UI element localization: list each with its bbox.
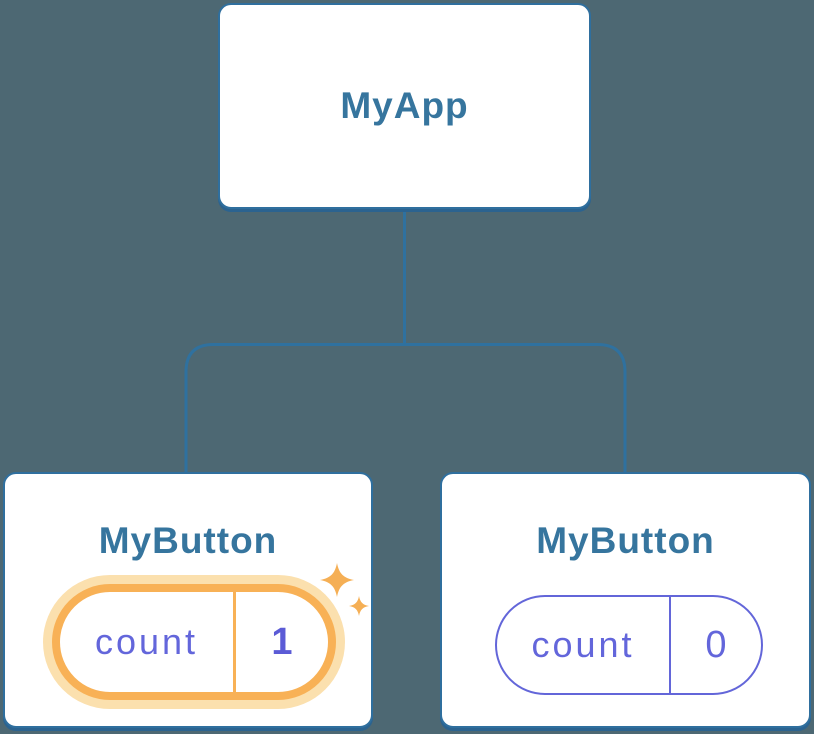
state-key: count	[94, 621, 199, 662]
pill-divider	[233, 592, 236, 692]
state-pill-highlighted: count 1	[52, 584, 336, 700]
state-pill-plain: count 0	[495, 595, 763, 695]
node-myapp: MyApp	[218, 3, 591, 209]
pill-divider	[669, 597, 671, 693]
state-key: count	[531, 624, 635, 665]
state-value: 1	[271, 620, 293, 663]
node-mybutton-2: MyButton count 0	[440, 472, 811, 728]
node-mybutton-1-label: MyButton	[98, 520, 278, 561]
node-mybutton-1: MyButton count 1	[3, 472, 373, 728]
node-mybutton-2-label: MyButton	[536, 520, 715, 561]
state-value: 0	[705, 623, 727, 666]
node-myapp-label: MyApp	[340, 85, 469, 126]
